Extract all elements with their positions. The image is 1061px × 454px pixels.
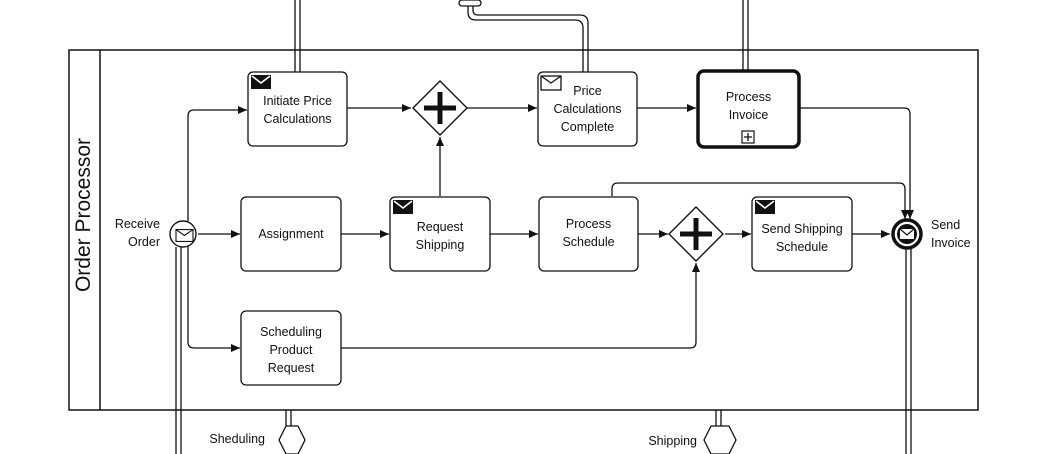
start-event-receive-order[interactable] bbox=[169, 220, 197, 248]
parallel-gateway-bottom[interactable] bbox=[668, 206, 724, 262]
message-icon bbox=[175, 228, 194, 243]
task-assignment[interactable] bbox=[240, 196, 342, 272]
sequence-flows bbox=[187, 104, 914, 352]
task-scheduling-product-request[interactable] bbox=[240, 310, 342, 386]
send-message-icon bbox=[392, 199, 414, 215]
conversation-sheduling[interactable] bbox=[278, 425, 306, 454]
message-icon bbox=[900, 229, 914, 239]
subprocess-process-invoice[interactable] bbox=[696, 69, 801, 149]
conversation-node-top bbox=[458, 0, 482, 7]
task-price-calculations-complete[interactable] bbox=[537, 71, 638, 147]
send-message-icon bbox=[754, 199, 776, 215]
end-event-send-invoice[interactable] bbox=[891, 218, 923, 250]
task-initiate-price-calculations[interactable] bbox=[247, 71, 348, 147]
task-send-shipping-schedule[interactable] bbox=[751, 196, 853, 272]
task-request-shipping[interactable] bbox=[389, 196, 491, 272]
pool-label: Order Processor bbox=[72, 137, 95, 293]
task-process-schedule[interactable] bbox=[538, 196, 639, 272]
conversation-shipping[interactable] bbox=[703, 425, 737, 454]
pool-order-processor bbox=[68, 49, 979, 411]
send-message-icon bbox=[250, 74, 272, 90]
receive-message-icon bbox=[540, 75, 562, 91]
parallel-gateway-top[interactable] bbox=[412, 80, 468, 136]
conversation-links bbox=[175, 0, 912, 454]
